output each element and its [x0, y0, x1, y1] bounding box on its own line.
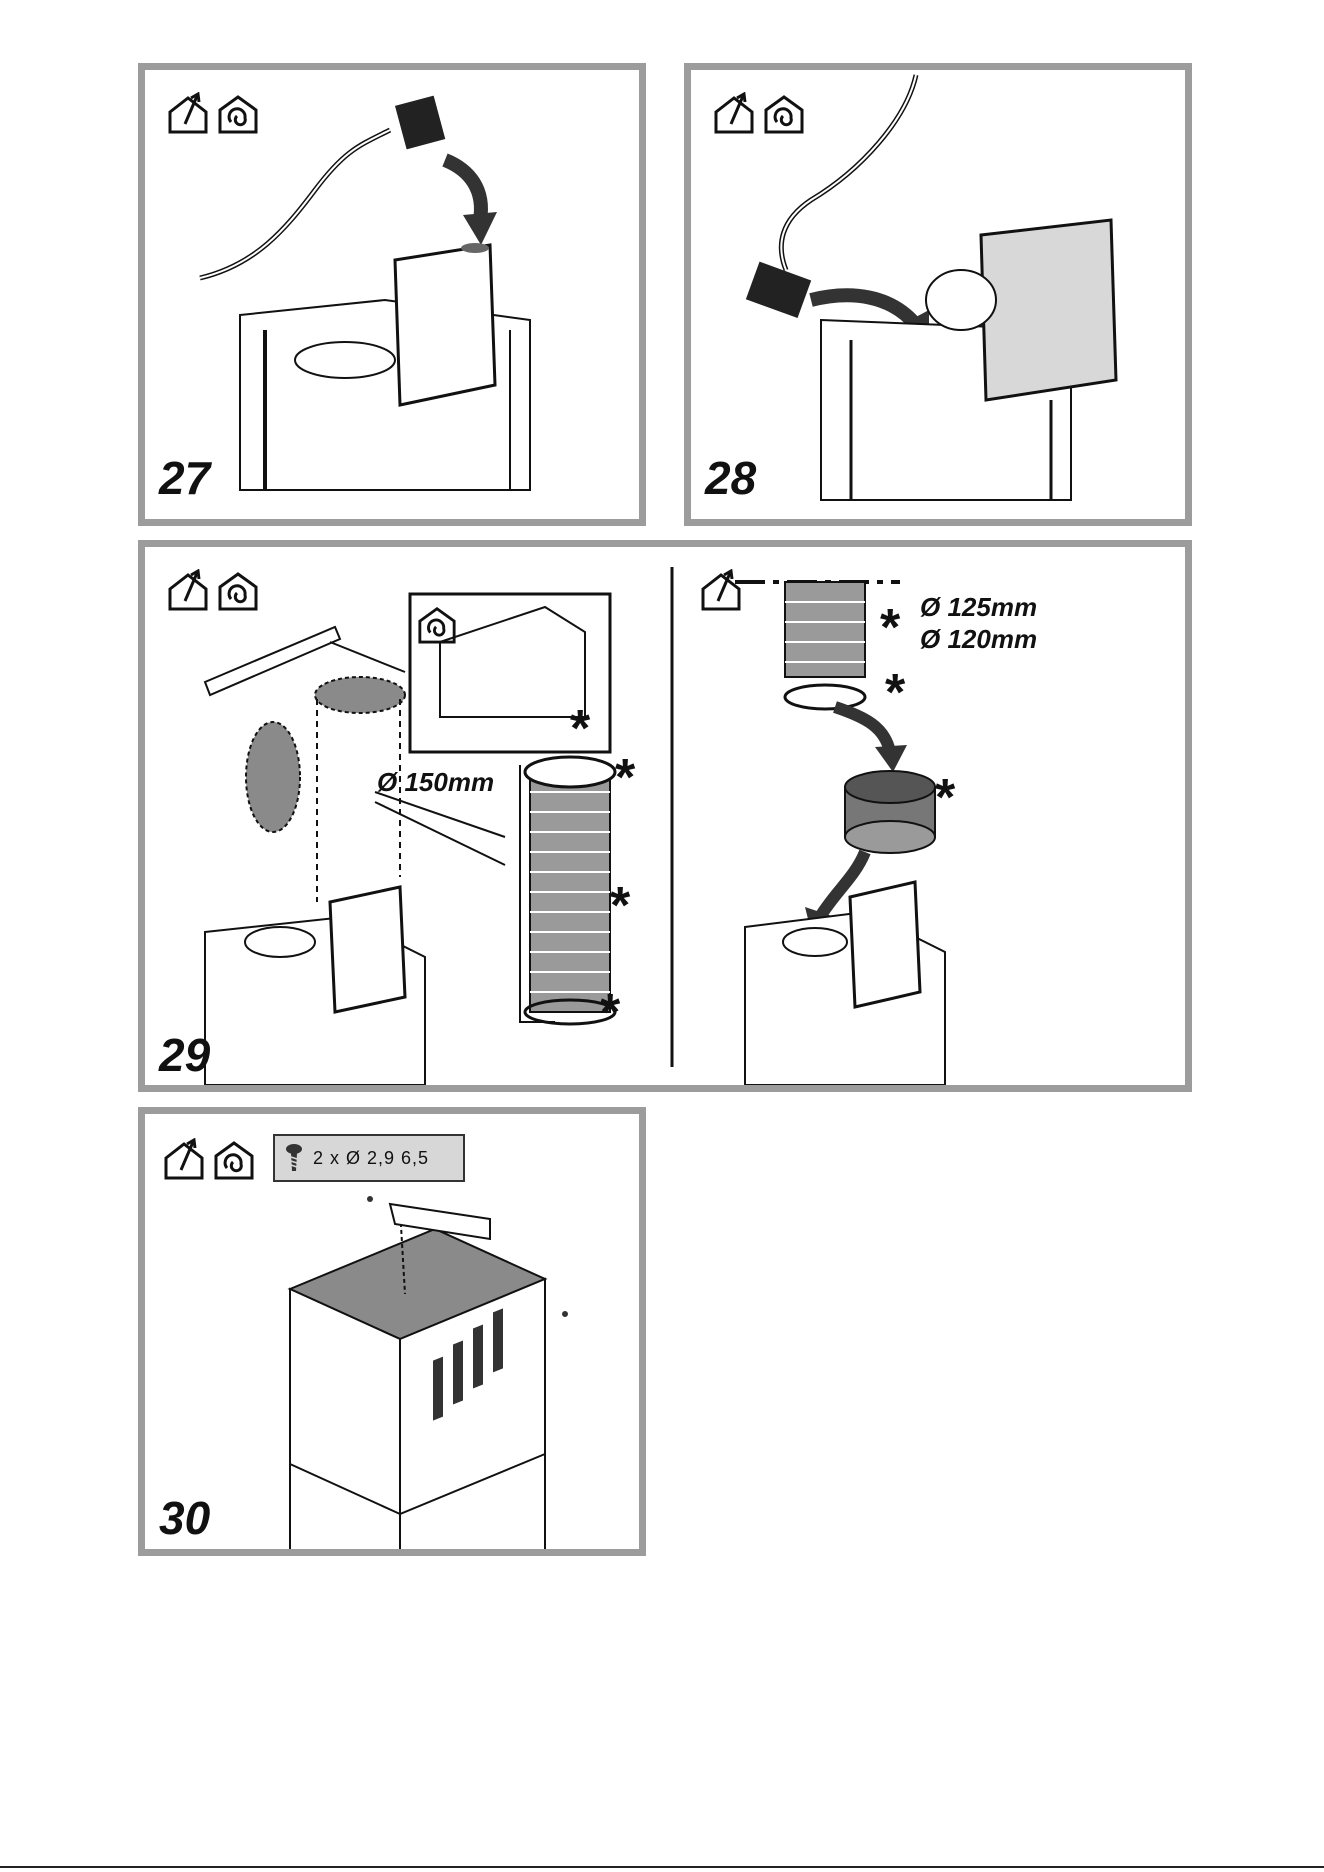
step-30-panel: 2 x Ø 2,9 6,5 30 — [138, 1107, 646, 1556]
step-30-illustration — [145, 1114, 639, 1549]
accessory-marker: * — [885, 667, 905, 719]
step-29-panel: Ø 150mm * * * * Ø 125mm Ø 120mm * * * 29 — [138, 540, 1192, 1092]
step-28-panel: 28 — [684, 63, 1192, 526]
step-number: 29 — [159, 1032, 210, 1078]
step-28-illustration — [691, 70, 1185, 519]
duct-diameter-label: Ø 150mm — [377, 769, 494, 795]
recirculation-icon — [417, 604, 457, 644]
step-27-illustration — [145, 70, 639, 519]
step-number: 27 — [159, 455, 210, 501]
accessory-marker: * — [935, 772, 955, 824]
diameter-label-125: Ø 125mm — [920, 594, 1037, 620]
accessory-marker: * — [880, 602, 900, 654]
accessory-marker: * — [615, 752, 635, 804]
duct-out-icon — [700, 569, 742, 611]
right-mode-icon — [700, 569, 742, 611]
diameter-label-120: Ø 120mm — [920, 626, 1037, 652]
accessory-marker: * — [610, 880, 630, 932]
accessory-marker: * — [570, 703, 590, 755]
inset-icon — [417, 604, 457, 644]
accessory-marker: * — [600, 987, 620, 1039]
page-bottom-rule — [0, 1866, 1324, 1868]
step-number: 30 — [159, 1495, 210, 1541]
step-27-panel: 27 — [138, 63, 646, 526]
step-number: 28 — [705, 455, 756, 501]
